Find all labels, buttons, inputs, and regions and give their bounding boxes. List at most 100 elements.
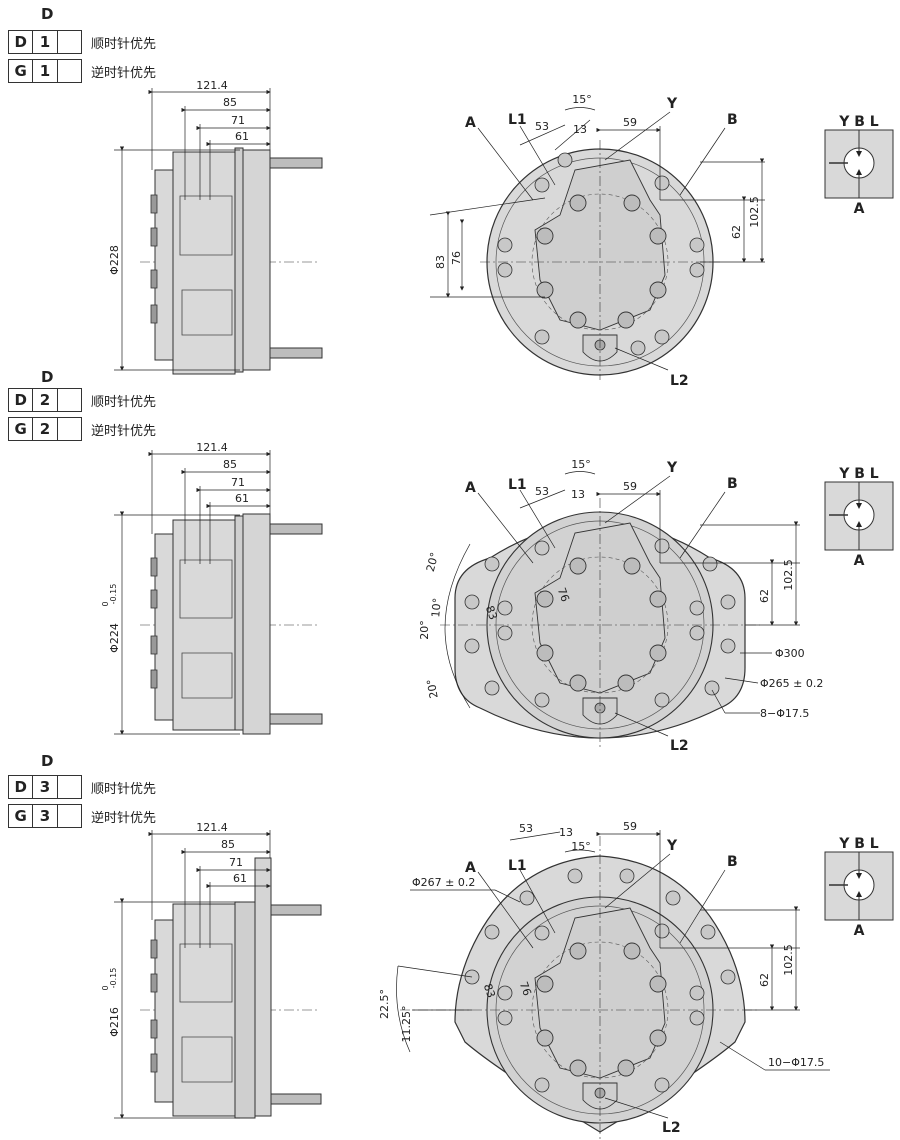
port-symbol-top: Y B L xyxy=(838,836,879,852)
rotation-label: 逆时针优先 xyxy=(91,66,157,81)
dim-85: 85 xyxy=(223,458,237,471)
dim-71: 71 xyxy=(229,856,243,869)
port-label-l1: L1 xyxy=(508,858,527,874)
port-symbol-top: Y B L xyxy=(838,466,879,482)
port-symbol: Y B L A xyxy=(824,114,894,217)
port-symbol: Y B L A xyxy=(824,466,894,569)
dim-121-4: 121.4 xyxy=(196,441,228,454)
code-box-g3: G 3 xyxy=(8,804,82,828)
callout-bolt-circle: Φ265 ± 0.2 xyxy=(760,677,823,690)
dim-102-5: 102.5 xyxy=(782,944,795,976)
dim-angle-15: 15° xyxy=(572,93,592,106)
side-view: 121.4 85 71 61 Φ224 0 -0.15 xyxy=(101,441,323,735)
dim-tolerance-lower: -0.15 xyxy=(109,968,118,989)
technical-drawing: 121.4 85 71 61 Φ216 0 -0.15 xyxy=(101,820,894,1140)
port-symbol: Y B L A xyxy=(824,836,894,939)
dim-diameter: Φ228 xyxy=(108,245,121,275)
port-label-l2: L2 xyxy=(670,373,689,389)
front-view: 102.5 62 59 53 13 15° 83 76 22.5° 11.25°… xyxy=(378,820,830,1140)
dim-53: 53 xyxy=(535,485,549,498)
dim-angle-15: 15° xyxy=(571,840,591,853)
dim-62: 62 xyxy=(730,225,743,239)
code-letter: G xyxy=(9,60,34,82)
technical-drawing: 121.4 85 71 61 Φ224 0 -0.15 xyxy=(101,441,894,754)
dim-53: 53 xyxy=(535,120,549,133)
port-label-b: B xyxy=(727,476,738,492)
code-letter: G xyxy=(9,805,34,827)
dim-61: 61 xyxy=(235,492,249,505)
dim-59: 59 xyxy=(623,820,637,833)
dim-76: 76 xyxy=(517,980,534,998)
callout-bolt-circle: Φ267 ± 0.2 xyxy=(412,876,475,889)
front-view: 102.5 62 59 53 13 15° 83 76 20° 10° 20° … xyxy=(418,458,823,754)
dim-85: 85 xyxy=(223,96,237,109)
dim-71: 71 xyxy=(231,114,245,127)
dim-83: 83 xyxy=(481,982,498,1000)
code-header: D xyxy=(41,5,54,23)
dim-61: 61 xyxy=(235,130,249,143)
port-label-l2: L2 xyxy=(670,738,689,754)
port-symbol-bottom: A xyxy=(854,923,865,939)
port-symbol-bottom: A xyxy=(854,201,865,217)
dim-59: 59 xyxy=(623,480,637,493)
port-label-a: A xyxy=(465,860,476,876)
port-symbol-top: Y B L xyxy=(838,114,879,130)
callout-holes: 10−Φ17.5 xyxy=(768,1056,824,1069)
code-letter: D xyxy=(9,389,34,411)
code-number: 1 xyxy=(33,31,58,53)
dim-83: 83 xyxy=(483,604,500,622)
code-box-d2: D 2 xyxy=(8,388,82,412)
port-label-b: B xyxy=(727,854,738,870)
angle-11-25: 11.25° xyxy=(400,1006,413,1043)
variant-row-2: D D 2 顺时针优先 G 2 逆时针优先 xyxy=(0,368,900,754)
dim-71: 71 xyxy=(231,476,245,489)
code-number: 2 xyxy=(33,389,58,411)
code-header: D xyxy=(41,752,54,770)
port-label-l1: L1 xyxy=(508,477,527,493)
variant-row-3: D D 3 顺时针优先 G 3 逆时针优先 xyxy=(0,752,900,1140)
rotation-label: 逆时针优先 xyxy=(91,811,157,826)
code-number: 1 xyxy=(33,60,58,82)
code-box-g2: G 2 xyxy=(8,417,82,441)
callout-outer-diameter: Φ300 xyxy=(775,647,805,660)
side-view: 121.4 85 71 61 Φ216 0 -0.15 xyxy=(101,821,322,1119)
variant-row-1: D D 1 顺时针优先 G 1 逆时针优先 xyxy=(0,0,900,389)
dim-angle-15: 15° xyxy=(571,458,591,471)
code-box-d3: D 3 xyxy=(8,775,82,799)
rotation-label: 顺时针优先 xyxy=(91,782,157,797)
dim-102-5: 102.5 xyxy=(782,559,795,591)
dim-13: 13 xyxy=(559,826,573,839)
side-view: 121.4 85 71 61 Φ228 xyxy=(108,79,323,375)
code-header: D xyxy=(41,368,54,386)
angle-10: 10° xyxy=(429,597,444,618)
port-label-l2: L2 xyxy=(662,1120,681,1136)
dim-76: 76 xyxy=(555,586,572,604)
dim-76: 76 xyxy=(450,251,463,265)
dim-53: 53 xyxy=(519,822,533,835)
code-box-g1: G 1 xyxy=(8,59,82,83)
angle-20-mid: 20° xyxy=(418,620,431,640)
code-number: 3 xyxy=(33,805,58,827)
dim-102-5: 102.5 xyxy=(748,196,761,228)
code-letter: D xyxy=(9,31,34,53)
front-view: 102.5 62 59 53 13 15° 83 76 A L1 Y xyxy=(429,93,765,389)
dim-62: 62 xyxy=(758,973,771,987)
angle-22-5: 22.5° xyxy=(378,989,391,1019)
port-label-y: Y xyxy=(666,96,678,112)
code-box-d1: D 1 xyxy=(8,30,82,54)
dim-85: 85 xyxy=(221,838,235,851)
rotation-label: 顺时针优先 xyxy=(91,395,157,410)
port-label-b: B xyxy=(727,112,738,128)
code-number: 2 xyxy=(33,418,58,440)
dim-diameter: Φ224 xyxy=(108,623,121,653)
dim-83: 83 xyxy=(434,255,447,269)
port-label-a: A xyxy=(465,480,476,496)
code-letter: G xyxy=(9,418,34,440)
technical-drawing: 121.4 85 71 61 Φ228 xyxy=(108,79,894,389)
port-label-y: Y xyxy=(666,460,678,476)
rotation-label: 顺时针优先 xyxy=(91,37,157,52)
code-letter: D xyxy=(9,776,34,798)
port-label-l1: L1 xyxy=(508,112,527,128)
dim-diameter: Φ216 xyxy=(108,1007,121,1037)
angle-20-bottom: 20° xyxy=(424,678,440,699)
